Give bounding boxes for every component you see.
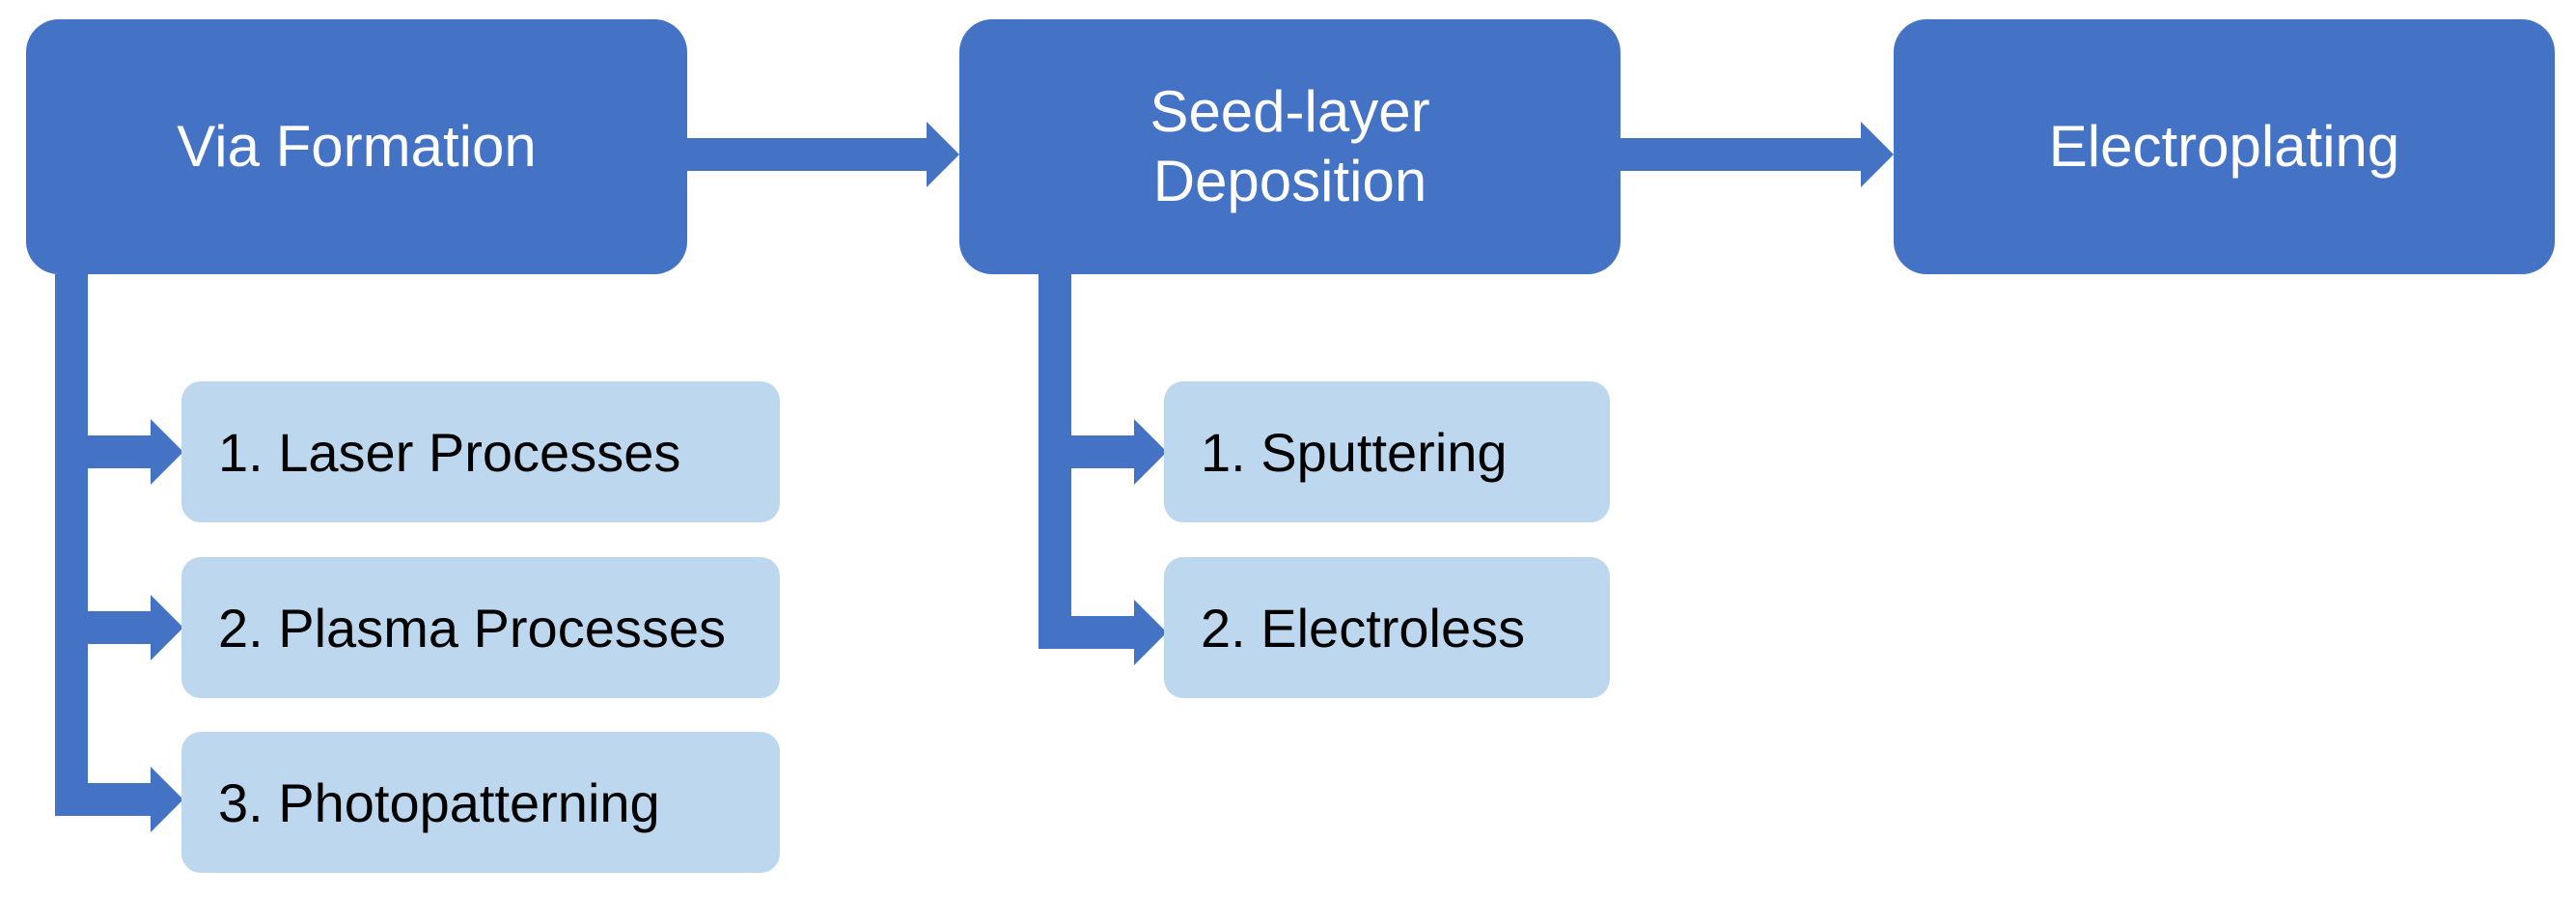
via-formation-label: Via Formation (177, 114, 537, 179)
sputtering-box: 1. Sputtering (1164, 381, 1610, 522)
via-formation-box: Via Formation (26, 19, 687, 274)
seed-layer-deposition-box: Seed-layer Deposition (959, 19, 1620, 274)
seed-layer-branch-connector (1039, 274, 1167, 665)
arrow-seed-to-electroplating (1620, 122, 1894, 187)
electroless-label: 2. Electroless (1201, 597, 1526, 659)
plasma-processes-label: 2. Plasma Processes (218, 597, 726, 659)
via-formation-branch-connector (55, 274, 183, 832)
laser-processes-box: 1. Laser Processes (181, 381, 780, 522)
electroless-box: 2. Electroless (1164, 557, 1610, 698)
arrow-via-to-seed (687, 122, 959, 187)
photopatterning-box: 3. Photopatterning (181, 732, 780, 873)
plasma-processes-box: 2. Plasma Processes (181, 557, 780, 698)
electroplating-box: Electroplating (1894, 19, 2555, 274)
seed-layer-deposition-label: Seed-layer Deposition (1150, 79, 1430, 213)
photopatterning-label: 3. Photopatterning (218, 771, 660, 833)
sputtering-label: 1. Sputtering (1201, 421, 1508, 483)
electroplating-label: Electroplating (2048, 114, 2400, 179)
laser-processes-label: 1. Laser Processes (218, 421, 681, 483)
